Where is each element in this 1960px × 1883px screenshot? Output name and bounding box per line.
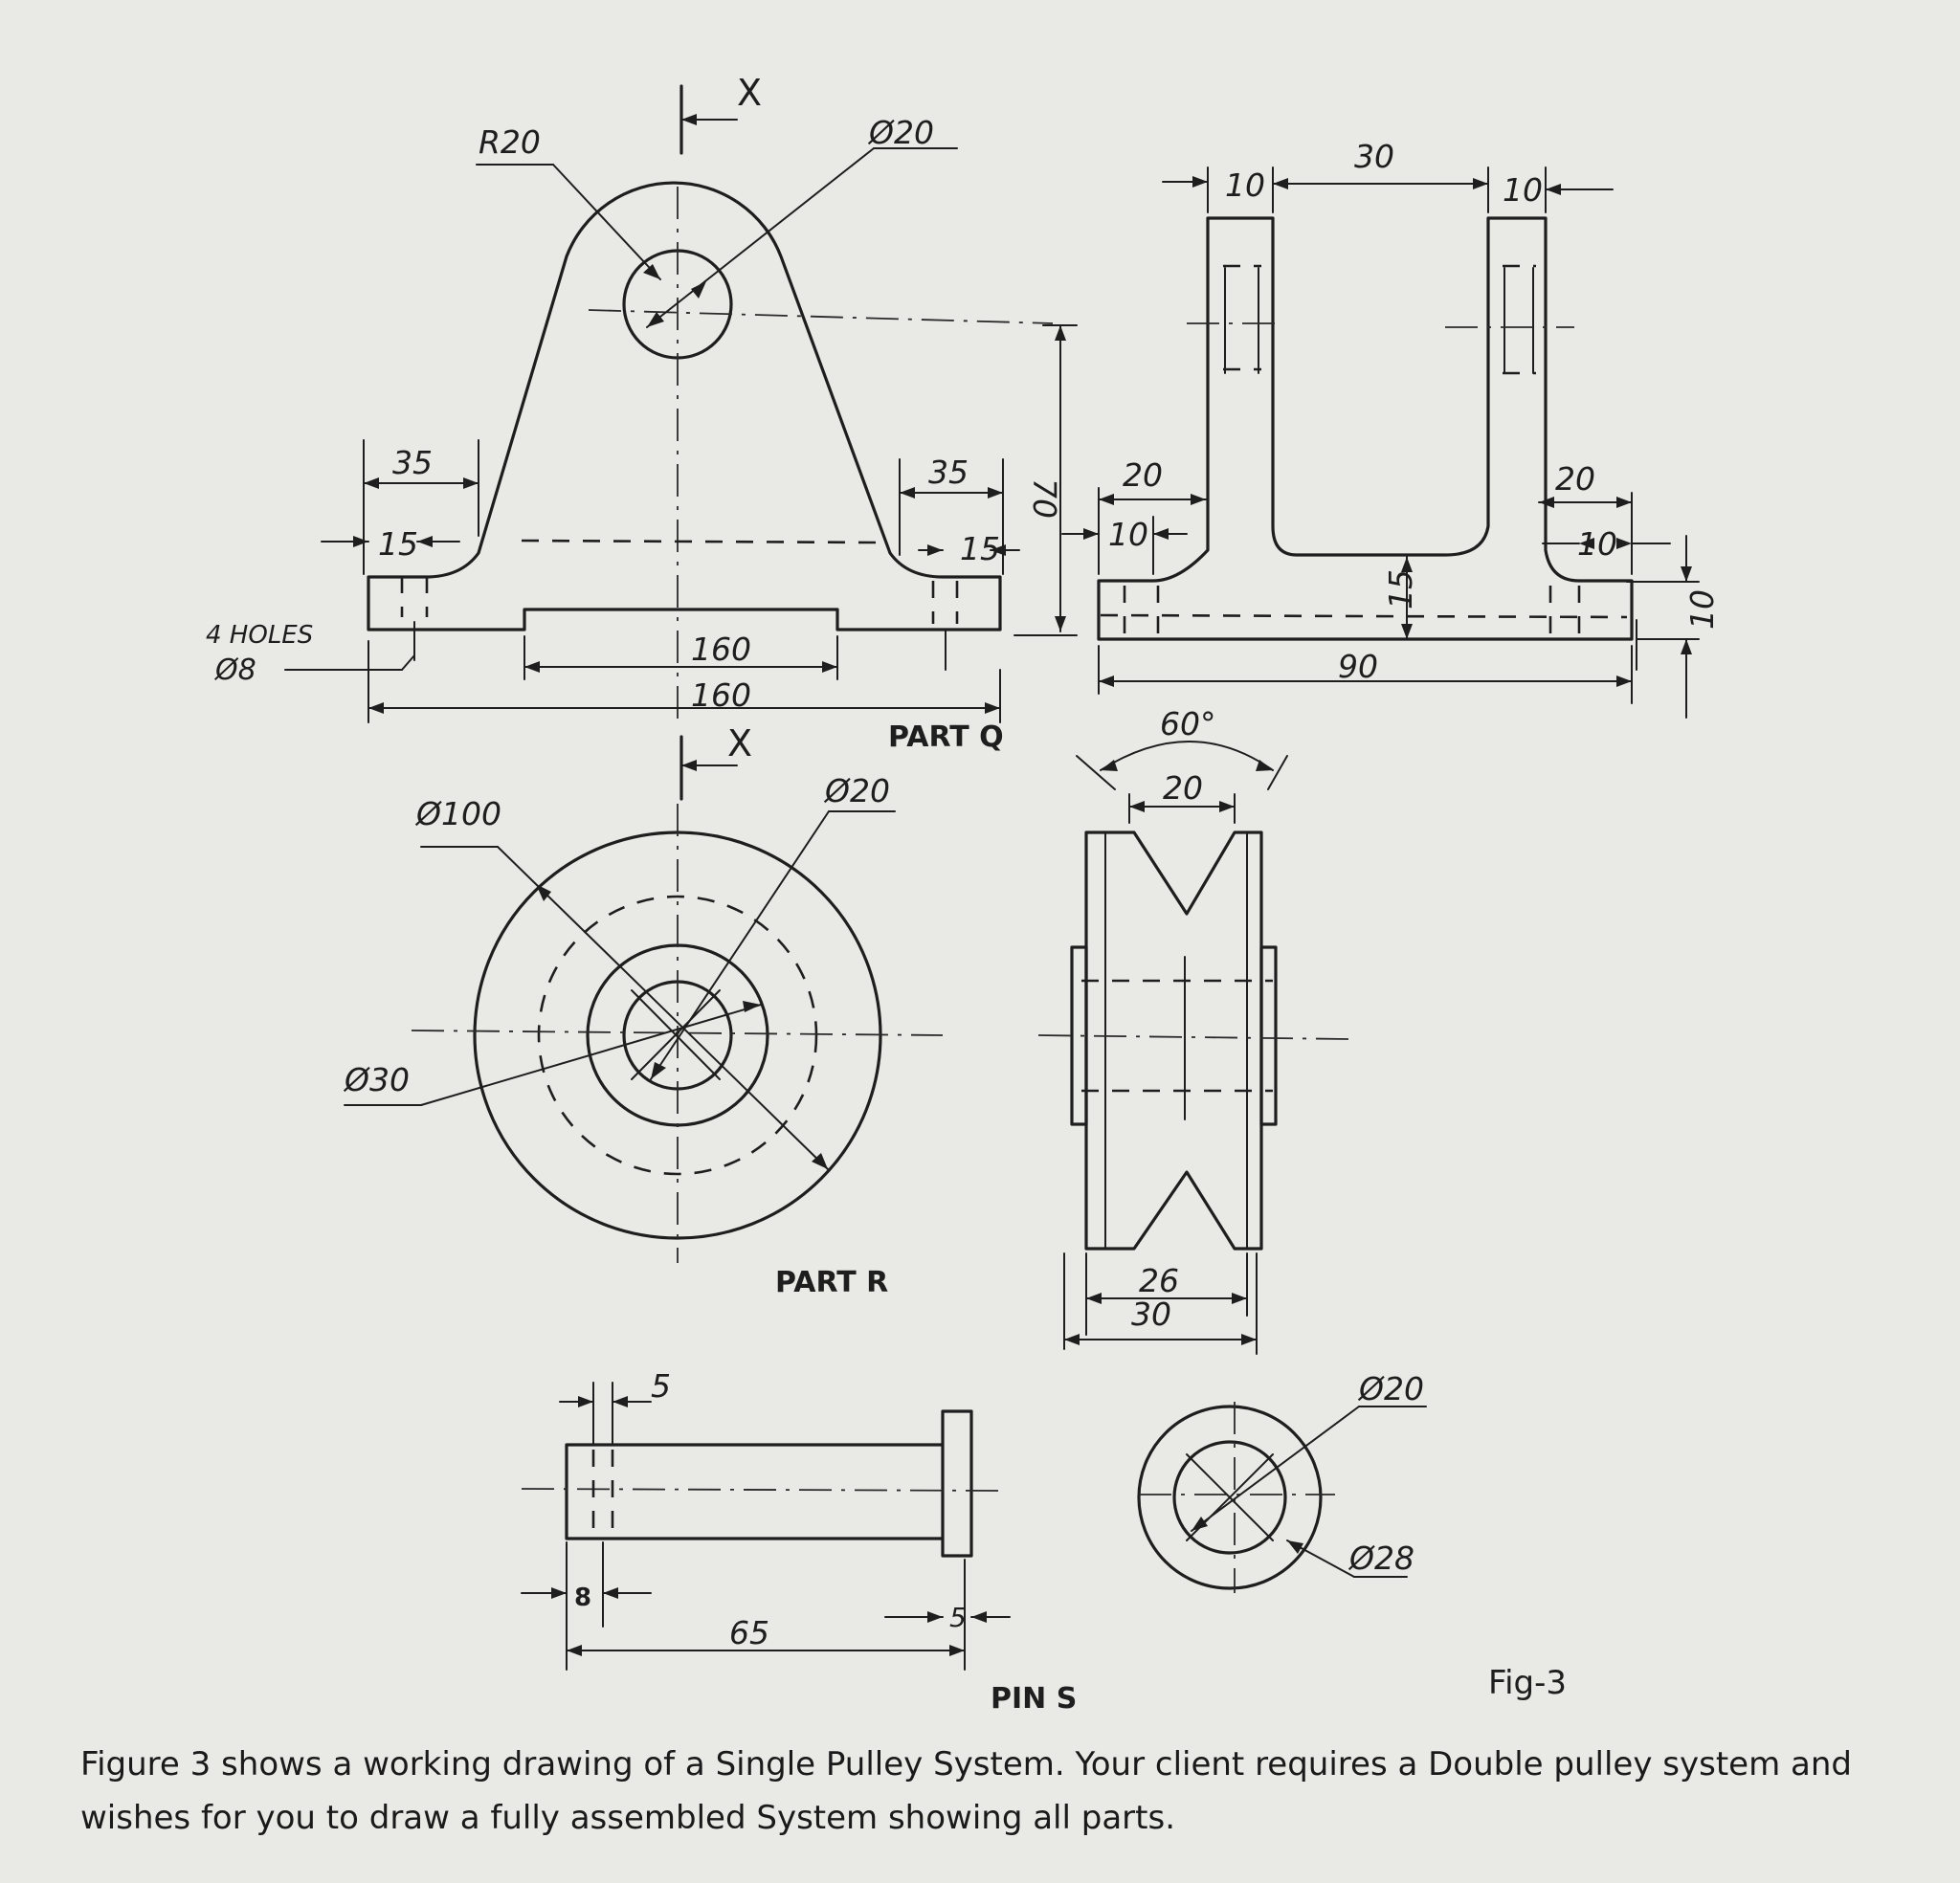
dim-160-inner: 160 — [691, 631, 751, 668]
part-r-label: PART R — [775, 1266, 888, 1299]
dim-angle-60: 60° — [1160, 705, 1216, 742]
dim-30-width: 30 — [1131, 1296, 1171, 1333]
dim-dia30: Ø30 — [343, 1061, 410, 1098]
dim-90: 90 — [1338, 648, 1378, 685]
dim-20-side-left: 20 — [1123, 456, 1163, 494]
part-r-side-view — [1037, 741, 1350, 1355]
dim-10-top-right: 10 — [1503, 171, 1543, 209]
pin-s-label: PIN S — [991, 1682, 1077, 1716]
part-r-front-view — [344, 804, 944, 1263]
dim-15-side: 15 — [1382, 569, 1419, 609]
dim-10-vertical: 10 — [1683, 589, 1721, 630]
dim-dia20-r: Ø20 — [823, 772, 890, 809]
dim-dia20-q: Ø20 — [867, 114, 934, 151]
dim-15-right: 15 — [960, 530, 1000, 567]
dim-dia28-pin: Ø28 — [1348, 1540, 1414, 1577]
part-q-label: PART Q — [888, 720, 1004, 754]
dim-dia100: Ø100 — [414, 795, 501, 832]
figure-label: Fig-3 — [1488, 1664, 1567, 1702]
figure-caption: Figure 3 shows a working drawing of a Si… — [80, 1745, 1852, 1837]
dim-70: 70 — [1026, 478, 1063, 519]
dim-10-side-right: 10 — [1577, 525, 1617, 563]
dim-35-left: 35 — [392, 444, 433, 481]
dim-20-side-right: 20 — [1555, 460, 1595, 498]
dimension-labels: R20 X Ø20 35 15 35 15 70 160 160 4 HOLES… — [206, 72, 1721, 1716]
pin-s-side-view — [521, 1382, 1011, 1671]
dim-10-top-left: 10 — [1225, 166, 1265, 204]
dim-15-left: 15 — [378, 525, 418, 563]
dim-dia20-pin: Ø20 — [1357, 1370, 1424, 1407]
dim-5-top: 5 — [651, 1367, 671, 1405]
part-q-front-view — [284, 84, 1078, 801]
dim-8: 8 — [574, 1584, 591, 1612]
dim-5-right: 5 — [949, 1602, 967, 1633]
dim-20-groove: 20 — [1163, 769, 1203, 807]
part-q-side-view — [1061, 166, 1700, 719]
dim-r20: R20 — [479, 123, 541, 161]
dim-65: 65 — [729, 1614, 769, 1651]
note-4-holes: 4 HOLES — [206, 621, 313, 650]
dim-26: 26 — [1139, 1262, 1179, 1299]
dim-30-top: 30 — [1354, 138, 1394, 175]
section-mark-top: X — [737, 72, 762, 114]
dim-160-outer: 160 — [691, 676, 751, 714]
dim-35-right: 35 — [928, 454, 969, 491]
section-mark-bottom: X — [727, 722, 752, 764]
pin-s-end-view — [1137, 1402, 1427, 1593]
dim-10-side-left: 10 — [1108, 516, 1148, 553]
note-hole-dia: Ø8 — [213, 654, 256, 687]
